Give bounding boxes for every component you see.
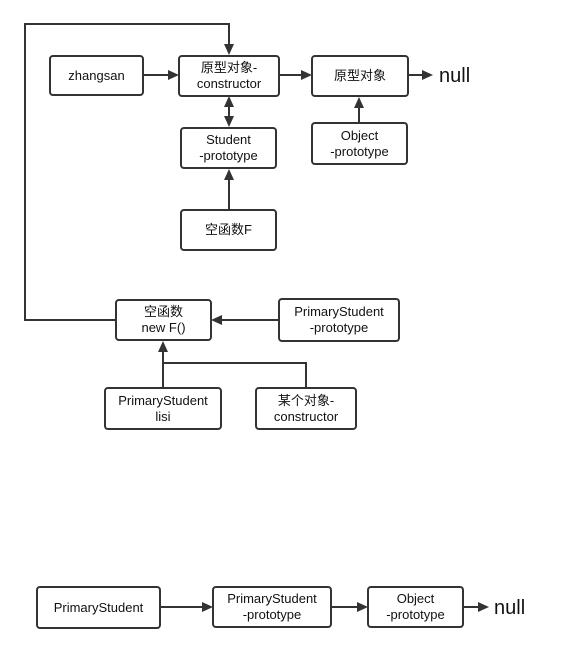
node-primary-student-prototype-bottom[interactable]: PrimaryStudent -prototype bbox=[212, 586, 332, 628]
edge-some-obj-constructor-join bbox=[163, 362, 307, 387]
edges bbox=[24, 23, 489, 612]
node-label-line2: -prototype bbox=[310, 320, 369, 335]
node-label-line2: new F() bbox=[141, 320, 185, 335]
node-proto-obj[interactable]: 原型对象 bbox=[311, 55, 409, 97]
node-object-prototype-bottom[interactable]: Object -prototype bbox=[367, 586, 464, 628]
node-label-line2: constructor bbox=[197, 76, 262, 91]
nodes: zhangsan 原型对象- constructor 原型对象 null Stu… bbox=[36, 55, 525, 629]
node-label-line1: Student bbox=[206, 132, 251, 147]
node-label-line1: 空函数 bbox=[144, 304, 183, 319]
arrowhead bbox=[158, 341, 168, 352]
node-primary-student-prototype-top[interactable]: PrimaryStudent -prototype bbox=[278, 298, 400, 342]
node-label-line1: PrimaryStudent bbox=[294, 304, 384, 319]
arrowhead bbox=[422, 70, 433, 80]
null-label-bottom: null bbox=[494, 597, 525, 619]
node-object-prototype-top[interactable]: Object -prototype bbox=[311, 122, 408, 165]
node-some-obj-constructor[interactable]: 某个对象- constructor bbox=[255, 387, 357, 430]
arrowhead bbox=[357, 602, 368, 612]
node-zhangsan[interactable]: zhangsan bbox=[49, 55, 144, 96]
arrowhead bbox=[211, 315, 222, 325]
node-empty-fn-f[interactable]: 空函数F bbox=[180, 209, 277, 251]
node-label-line1: 某个对象- bbox=[278, 393, 334, 408]
node-label-line1: Object bbox=[397, 591, 435, 606]
node-primary-student-lisi[interactable]: PrimaryStudent lisi bbox=[104, 387, 222, 430]
node-label: PrimaryStudent bbox=[54, 600, 144, 615]
arrowhead bbox=[202, 602, 213, 612]
node-label-line1: PrimaryStudent bbox=[118, 393, 208, 408]
node-label-line1: PrimaryStudent bbox=[227, 591, 317, 606]
node-label: 空函数F bbox=[205, 222, 252, 237]
node-label-line2: -prototype bbox=[386, 607, 445, 622]
arrowhead-down bbox=[224, 116, 234, 127]
arrowhead bbox=[224, 169, 234, 180]
arrowhead bbox=[301, 70, 312, 80]
node-label: 原型对象 bbox=[334, 68, 386, 83]
node-label-line1: Object bbox=[341, 128, 379, 143]
node-student-prototype[interactable]: Student -prototype bbox=[180, 127, 277, 169]
arrowhead bbox=[224, 44, 234, 55]
node-label: zhangsan bbox=[68, 68, 124, 83]
node-label-line2: -prototype bbox=[199, 148, 258, 163]
arrowhead bbox=[168, 70, 179, 80]
arrowhead bbox=[478, 602, 489, 612]
node-label-line2: lisi bbox=[155, 409, 170, 424]
node-primary-student[interactable]: PrimaryStudent bbox=[36, 586, 161, 629]
node-proto-constructor[interactable]: 原型对象- constructor bbox=[178, 55, 280, 97]
edge-empty-fn-new-loop-to-proto bbox=[24, 23, 230, 321]
null-label-top: null bbox=[439, 65, 470, 87]
arrowhead-up bbox=[224, 96, 234, 107]
node-label-line2: -prototype bbox=[330, 144, 389, 159]
node-label-line1: 原型对象- bbox=[201, 60, 257, 75]
node-empty-fn-new[interactable]: 空函数 new F() bbox=[115, 299, 212, 341]
arrowhead bbox=[354, 97, 364, 108]
node-label-line2: constructor bbox=[274, 409, 339, 424]
node-label-line2: -prototype bbox=[243, 607, 302, 622]
